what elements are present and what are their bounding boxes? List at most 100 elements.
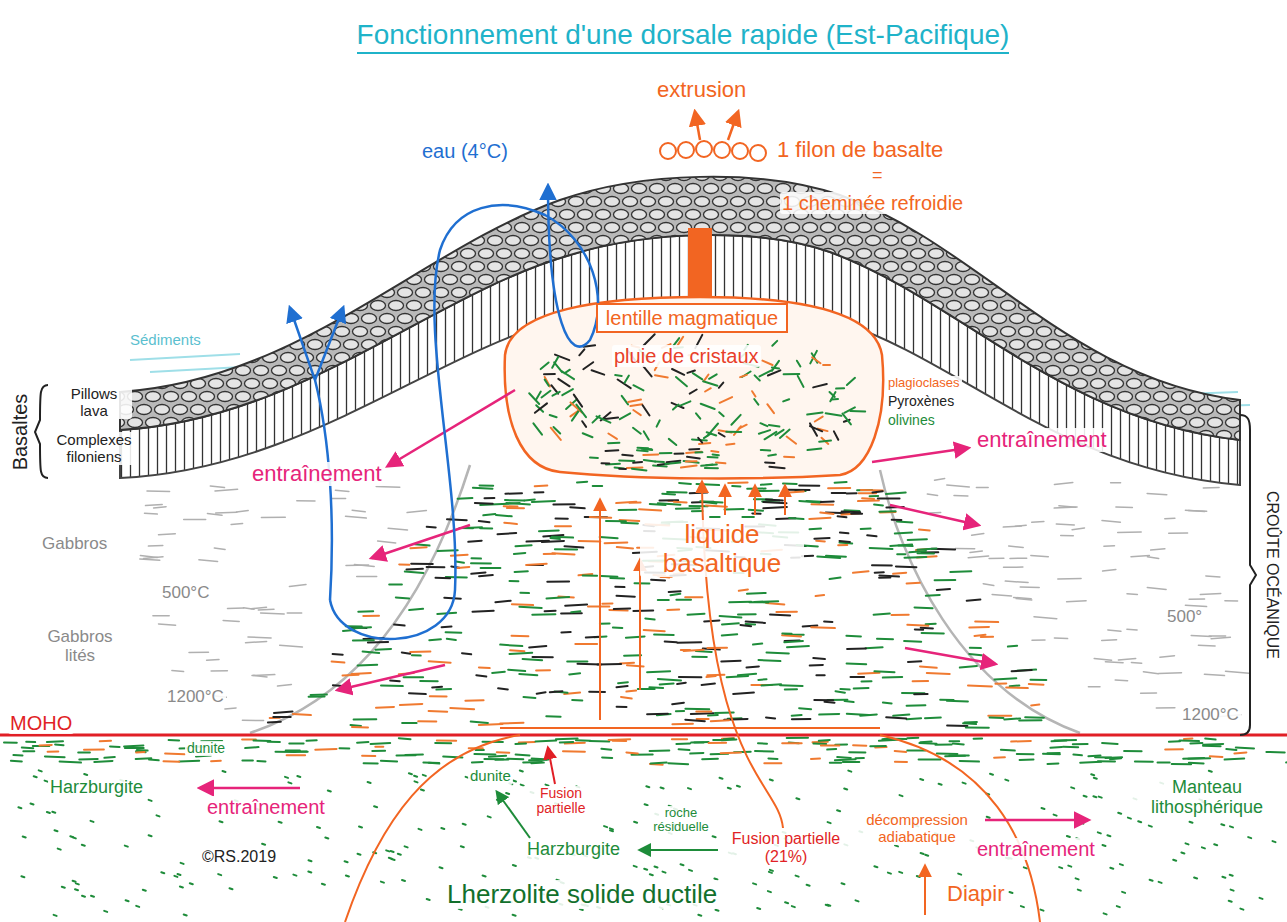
cumulate-dash xyxy=(520,592,529,594)
mantle-dot xyxy=(1190,822,1193,823)
cumulate-dash xyxy=(645,618,654,619)
cumulate-dash xyxy=(897,553,905,555)
moho-dash xyxy=(821,745,840,747)
cumulate-dash xyxy=(588,605,609,607)
moho-dash xyxy=(919,758,941,760)
cumulate-dash xyxy=(508,670,525,671)
cumulate-dash xyxy=(747,488,765,490)
pillow xyxy=(750,145,766,161)
gabbro-dash xyxy=(1103,569,1116,571)
cumulate-dash xyxy=(552,536,573,539)
cumulate-dash xyxy=(410,547,426,548)
crystal-dash xyxy=(644,431,649,439)
mantle-dot xyxy=(1222,877,1225,878)
moho-dash xyxy=(287,754,306,756)
cumulate-dash xyxy=(627,665,644,666)
moho-dash xyxy=(935,744,951,746)
crystal-dash xyxy=(765,432,777,440)
cumulate-dash xyxy=(963,722,976,725)
gabbro-dash xyxy=(215,489,238,491)
crystal-dash xyxy=(826,413,842,416)
cumulate-dash xyxy=(722,634,737,635)
diagram-label: dunite xyxy=(468,768,513,785)
cumulate-dash xyxy=(677,683,686,684)
moho-dash xyxy=(830,762,841,764)
cumulate-dash xyxy=(858,500,879,503)
cumulate-dash xyxy=(619,509,637,511)
moho-dash xyxy=(507,758,523,760)
mantle-dot xyxy=(374,806,377,807)
cumulate-dash xyxy=(273,716,290,718)
cumulate-dash xyxy=(677,641,701,644)
cumulate-dash xyxy=(898,545,912,548)
moho-dash xyxy=(560,741,573,743)
gabbro-dash xyxy=(211,670,227,672)
moho-dash xyxy=(827,748,836,751)
crystal-dash xyxy=(643,366,651,376)
moho-dash xyxy=(179,760,199,763)
mantle-dot xyxy=(610,830,613,831)
cumulate-dash xyxy=(895,532,912,535)
cumulate-dash xyxy=(676,710,684,712)
cumulate-dash xyxy=(555,525,571,527)
cumulate-dash xyxy=(847,663,867,666)
crystal-dash xyxy=(767,404,774,413)
mantle-dot xyxy=(279,822,282,823)
mantle-dot xyxy=(757,908,760,909)
cumulate-dash xyxy=(685,720,705,722)
crystal-dash xyxy=(830,392,835,401)
crystal-dash xyxy=(812,357,820,363)
cumulate-dash xyxy=(785,688,797,690)
cumulate-dash xyxy=(969,654,981,655)
gabbro-dash xyxy=(1191,635,1211,637)
moho-dash xyxy=(104,756,114,759)
crystal-dash xyxy=(533,423,542,434)
gabbro-dash xyxy=(153,615,169,617)
mantle-dot xyxy=(1093,796,1096,797)
moho-dash xyxy=(286,750,300,752)
cumulate-dash xyxy=(812,503,834,506)
crystal-dash xyxy=(665,463,680,464)
cumulate-dash xyxy=(696,710,711,712)
moho-dash xyxy=(523,761,542,764)
cumulate-dash xyxy=(988,715,1011,717)
gabbro-dash xyxy=(199,560,218,562)
cumulate-dash xyxy=(947,725,967,727)
crystal-dash xyxy=(687,371,695,373)
cumulate-dash xyxy=(1008,645,1017,648)
melt-arrow xyxy=(548,748,555,784)
moho-dash xyxy=(764,762,781,764)
cumulate-dash xyxy=(352,726,368,728)
cumulate-dash xyxy=(847,647,866,650)
gabbro-dash xyxy=(207,659,219,661)
cumulate-dash xyxy=(707,647,727,649)
mantle-dot xyxy=(1202,847,1205,848)
crystal-dash xyxy=(784,373,800,375)
gabbro-dash xyxy=(1131,556,1149,557)
moho-dash xyxy=(484,758,503,760)
crystal-dash xyxy=(701,465,717,466)
mantle-dot xyxy=(987,817,990,818)
cumulate-dash xyxy=(684,650,704,651)
cumulate-dash xyxy=(752,512,760,514)
cumulate-dash xyxy=(879,510,895,513)
moho-dash xyxy=(437,739,456,741)
cumulate-dash xyxy=(510,649,524,652)
diagram-label: entraînement xyxy=(975,838,1097,860)
mantle-dot xyxy=(1186,843,1189,844)
cumulate-dash xyxy=(495,601,510,602)
cumulate-dash xyxy=(732,485,740,488)
moho-dash xyxy=(758,742,767,744)
gabbro-dash xyxy=(1127,629,1137,631)
crystal-dash xyxy=(579,349,584,355)
gabbro-dash xyxy=(159,624,176,625)
moho-dash xyxy=(45,755,65,758)
mantle-dot xyxy=(389,858,392,859)
moho-dash xyxy=(47,740,63,743)
cumulate-dash xyxy=(969,626,989,629)
crystal-dash xyxy=(720,397,732,403)
moho-dash xyxy=(907,737,918,740)
cumulate-dash xyxy=(649,686,663,689)
cumulate-dash xyxy=(358,610,373,612)
moho-dash xyxy=(1124,750,1142,752)
